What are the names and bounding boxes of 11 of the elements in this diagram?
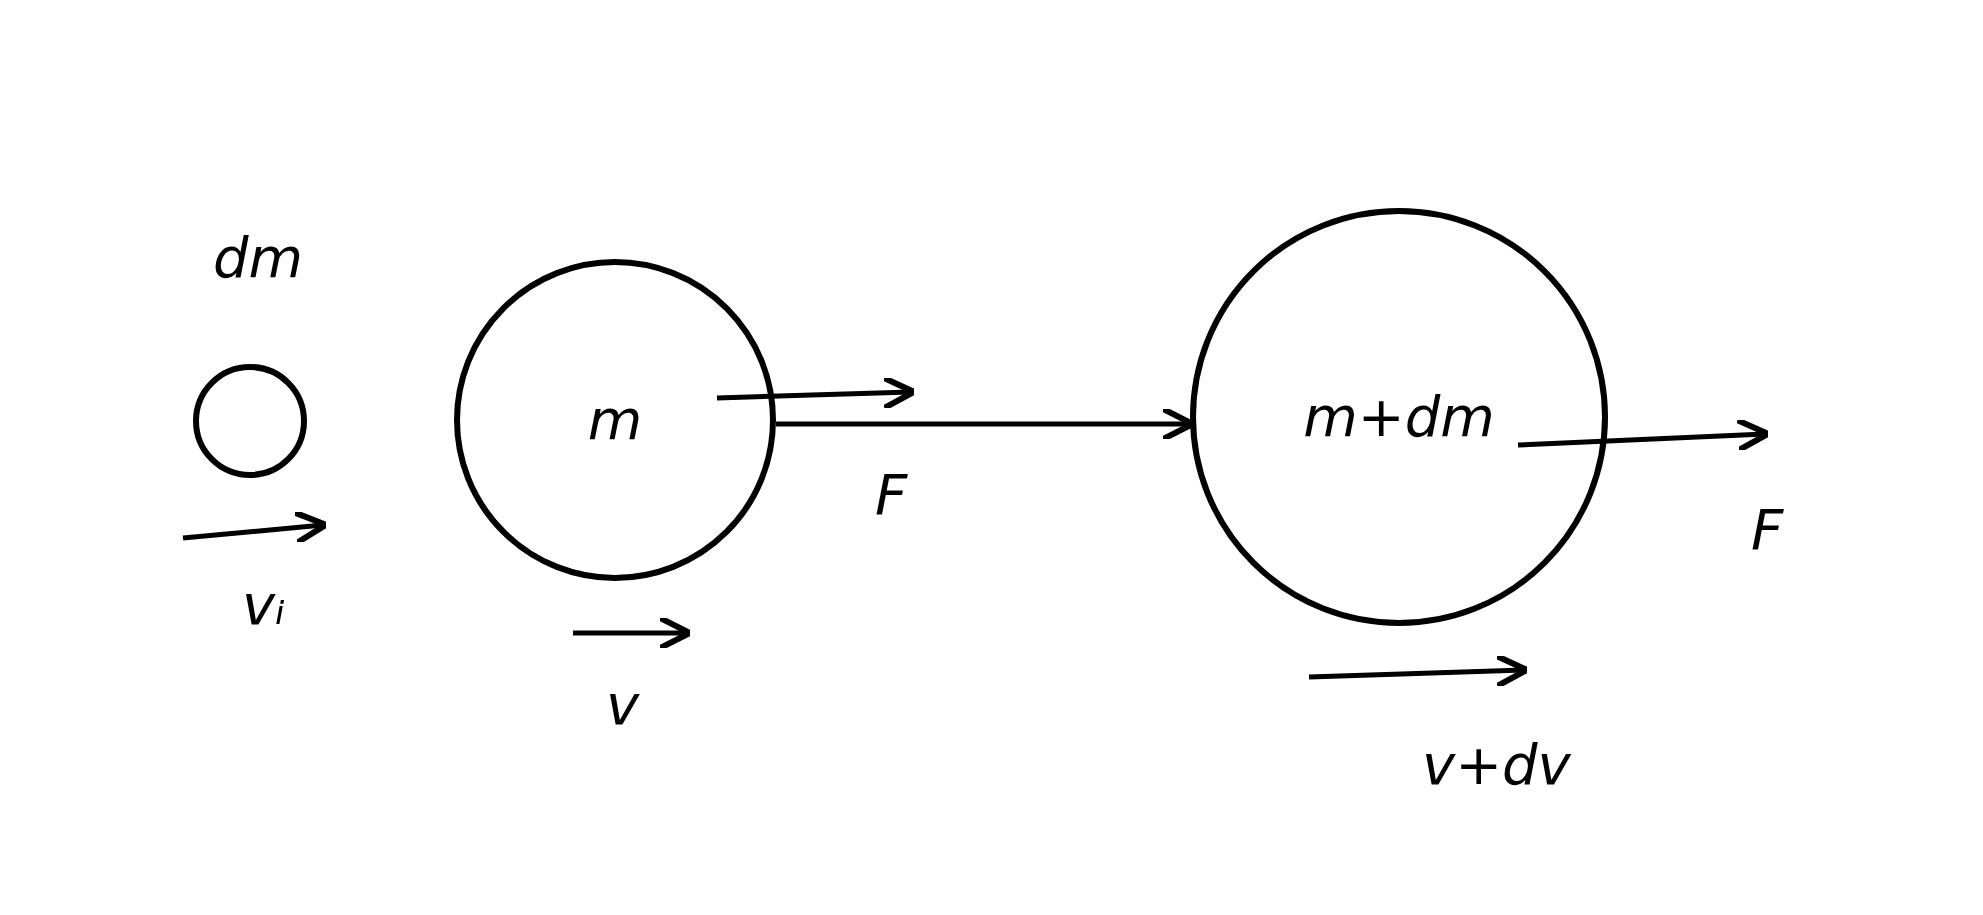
mass-label: m [587, 392, 643, 448]
mass-circle [1190, 208, 1608, 626]
vector-label: F [875, 467, 908, 523]
vector-label: v+dv [1422, 737, 1571, 793]
vector-label: vᵢ [242, 577, 286, 633]
vector-label: v [606, 677, 640, 733]
mass-circle [454, 259, 776, 581]
particle-circle [193, 364, 307, 478]
vector-label: F [1751, 502, 1784, 558]
mass-label: m+dm [1303, 389, 1495, 445]
mass-label: dm [213, 230, 304, 286]
